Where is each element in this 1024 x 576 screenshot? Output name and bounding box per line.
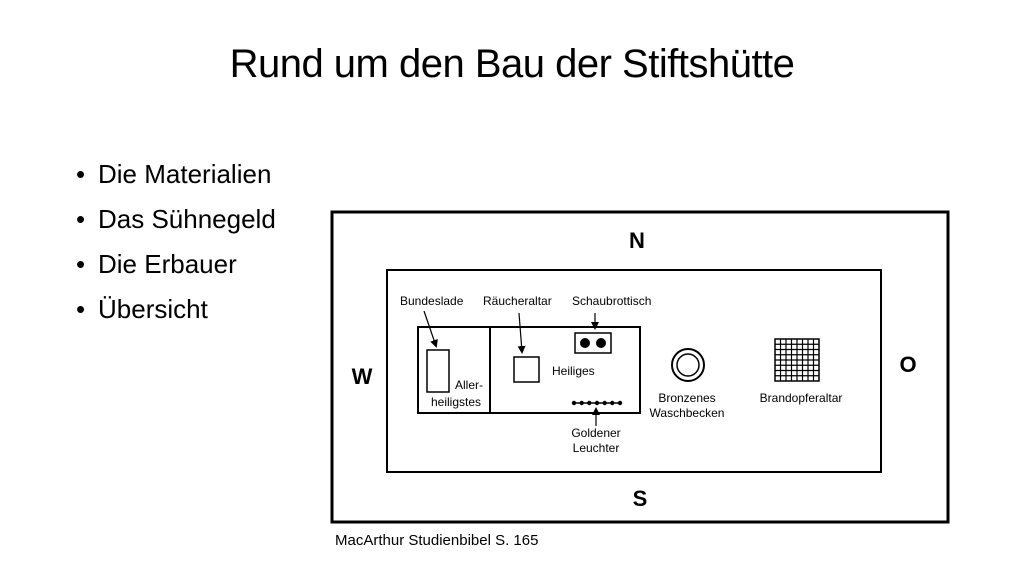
bullet-dot: • <box>76 249 86 279</box>
incense-altar-icon <box>513 356 540 383</box>
source-caption: MacArthur Studienbibel S. 165 <box>335 532 539 549</box>
bullet-dot: • <box>76 159 86 189</box>
label-heiliges: Heiliges <box>552 364 595 378</box>
bullet-list: • Die Materialien • Das Sühnegeld • Die Erb… <box>76 152 276 332</box>
label-schaubrottisch: Schaubrottisch <box>572 294 651 308</box>
bullet-dot: • <box>76 294 86 324</box>
bullet-dot: • <box>76 204 86 234</box>
label-raeucheraltar: Räucheraltar <box>483 294 552 308</box>
compass-west: W <box>352 364 373 389</box>
compass-north: N <box>629 228 645 253</box>
bullet-item: • Die Materialien <box>76 152 276 197</box>
label-allerheiligstes-1: Aller- <box>455 378 483 392</box>
bronze-laver-icon <box>671 348 705 382</box>
bread-dot-icon <box>580 338 590 348</box>
label-allerheiligstes-2: heiligstes <box>431 395 481 409</box>
tent-building <box>417 326 641 414</box>
arrow-raeucheraltar <box>517 312 526 354</box>
label-leuchter-2: Leuchter <box>573 441 620 455</box>
inner-enclosure <box>386 269 882 473</box>
tabernacle-diagram: N S W O Bundeslade Räucheraltar Schaubro… <box>330 210 950 530</box>
ark-of-covenant-icon <box>426 349 450 393</box>
label-waschbecken-2: Waschbecken <box>650 406 725 420</box>
showbread-table-icon <box>574 332 612 354</box>
bullet-text: Die Materialien <box>98 159 272 189</box>
bullet-text: Übersicht <box>98 294 208 324</box>
label-waschbecken-1: Bronzenes <box>658 391 715 405</box>
lampstand-icon <box>571 400 623 406</box>
bread-dot-icon <box>596 338 606 348</box>
bullet-item: • Das Sühnegeld <box>76 197 276 242</box>
compass-east: O <box>899 352 916 377</box>
burnt-offering-altar-icon <box>774 338 820 382</box>
label-bundeslade: Bundeslade <box>400 294 464 308</box>
label-brandopferaltar: Brandopferaltar <box>760 391 843 405</box>
compass-south: S <box>633 486 648 511</box>
bullet-text: Das Sühnegeld <box>98 204 276 234</box>
tabernacle-diagram-svg: N S W O Bundeslade Räucheraltar Schaubro… <box>330 210 950 524</box>
arrow-bundeslade <box>423 310 438 348</box>
bullet-text: Die Erbauer <box>98 249 237 279</box>
label-leuchter-1: Goldener <box>571 426 620 440</box>
bullet-item: • Die Erbauer <box>76 242 276 287</box>
slide-title: Rund um den Bau der Stiftshütte <box>229 42 795 86</box>
bullet-item: • Übersicht <box>76 287 276 332</box>
